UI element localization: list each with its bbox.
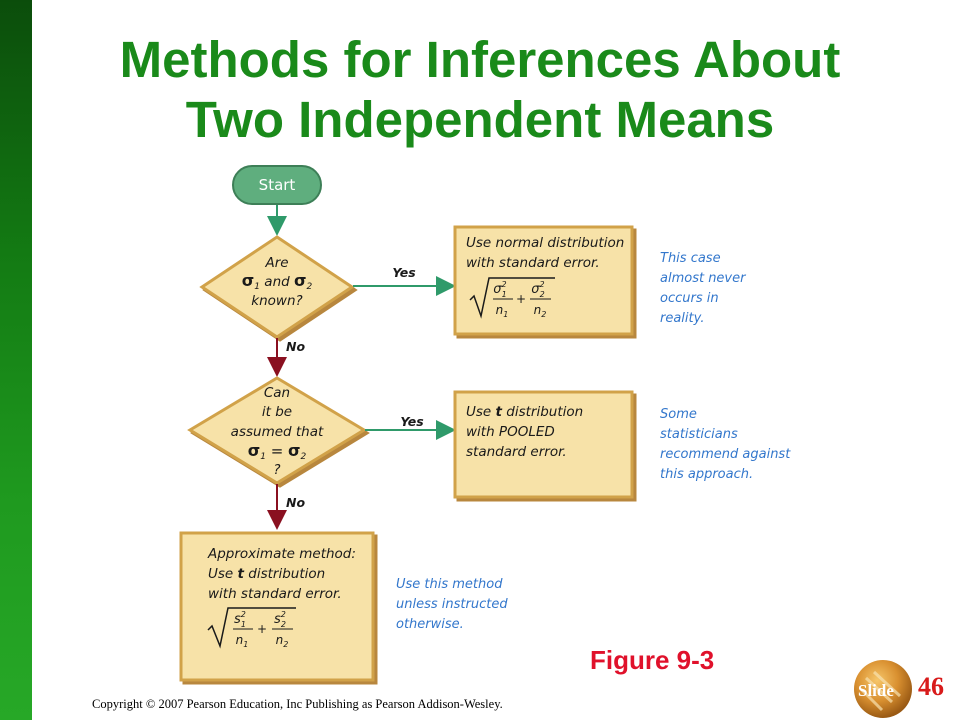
svg-text:n1: n1 (496, 303, 509, 319)
note2-line1: Some (660, 407, 697, 422)
start-node: Start (232, 165, 322, 205)
slide-badge-icon (854, 660, 912, 718)
note1-line2: almost never (660, 271, 747, 286)
title-line-2: Two Independent Means (185, 91, 775, 148)
box3-line1: Approximate method: (207, 546, 356, 562)
note-2: Some statisticians recommend against thi… (660, 407, 791, 482)
decision2-line1: Can (264, 385, 290, 401)
title-line-1: Methods for Inferences About (119, 31, 841, 88)
decision2-line2: it be (262, 404, 292, 420)
note2-line3: recommend against (660, 447, 791, 462)
yes-label-1: Yes (392, 265, 415, 280)
box-pooled-t: Use t distribution with POOLED standard … (453, 390, 634, 499)
box2-line3: standard error. (466, 444, 567, 460)
svg-text:n2: n2 (534, 303, 547, 319)
no-label-1: No (286, 339, 305, 354)
note3-line3: otherwise. (396, 617, 464, 632)
note1-line4: reality. (660, 311, 704, 326)
left-accent-bar (0, 0, 32, 720)
start-label: Start (259, 176, 296, 194)
slide-title: Methods for Inferences About Two Indepen… (40, 30, 920, 150)
decision1-line3: known? (251, 293, 302, 309)
note-1: This case almost never occurs in reality… (660, 251, 747, 326)
svg-text:+: + (516, 292, 526, 306)
slide-word: Slide (858, 681, 894, 700)
note1-line1: This case (660, 251, 721, 266)
box-approximate-method: Approximate method: Use t distribution w… (179, 531, 375, 682)
svg-text:σ21: σ21 (493, 280, 506, 299)
note-3: Use this method unless instructed otherw… (396, 577, 508, 632)
yes-label-2: Yes (400, 414, 423, 429)
decision2-line3: assumed that (231, 424, 324, 440)
box2-line1: Use t distribution (466, 404, 583, 420)
box2-line2: with POOLED (466, 424, 555, 440)
note1-line3: occurs in (660, 291, 719, 306)
no-label-2: No (286, 495, 305, 510)
svg-text:σ22: σ22 (531, 280, 544, 299)
box3-line3: with standard error. (208, 586, 342, 602)
box-normal-distribution: Use normal distribution with standard er… (453, 225, 634, 336)
copyright-footer: Copyright © 2007 Pearson Education, Inc … (92, 697, 503, 711)
box1-line2: with standard error. (466, 255, 600, 271)
svg-text:n1: n1 (236, 633, 249, 649)
note2-line4: this approach. (660, 467, 753, 482)
svg-text:n2: n2 (276, 633, 289, 649)
box3-line2: Use t distribution (208, 566, 325, 582)
figure-label: Figure 9-3 (590, 645, 715, 675)
decision2-line5: ? (273, 462, 280, 478)
svg-text:s21: s21 (234, 610, 246, 629)
decision1-line1: Are (264, 255, 288, 271)
note3-line1: Use this method (396, 577, 503, 592)
note3-line2: unless instructed (396, 597, 508, 612)
decision2-line4: σ1 = σ2 (248, 441, 307, 462)
decision1-line2: σ1 and σ2 (242, 271, 313, 292)
slide-number: 46 (918, 672, 944, 701)
decision-known-sigma: Are σ1 and σ2 known? (199, 235, 355, 339)
note2-line2: statisticians (660, 427, 738, 442)
svg-text:s22: s22 (274, 610, 286, 629)
box1-line1: Use normal distribution (466, 235, 624, 251)
svg-text:+: + (257, 622, 267, 636)
decision-equal-sigma: Can it be assumed that σ1 = σ2 ? (187, 376, 367, 485)
